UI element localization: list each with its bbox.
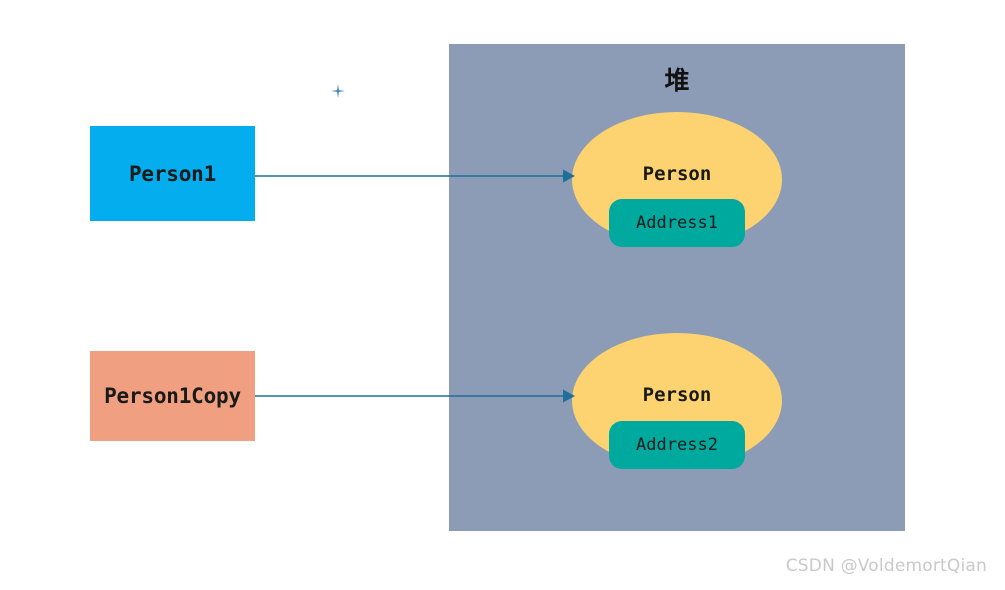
- address-field-2: Address2: [609, 421, 745, 469]
- arrow-person1-to-object1: [255, 169, 575, 183]
- crosshair-marker-icon: [331, 84, 345, 98]
- watermark: CSDN @VoldemortQian: [785, 556, 987, 576]
- stack-variable-person1copy: Person1Copy: [90, 351, 255, 441]
- address-field-1: Address1: [609, 199, 745, 247]
- arrow-person1copy-to-object2: [255, 389, 575, 403]
- stack-variable-person1: Person1: [90, 126, 255, 221]
- heap-object-person-1-label: Person: [642, 163, 712, 185]
- heap-object-person-2-label: Person: [642, 384, 712, 406]
- heap-title: 堆: [664, 66, 690, 95]
